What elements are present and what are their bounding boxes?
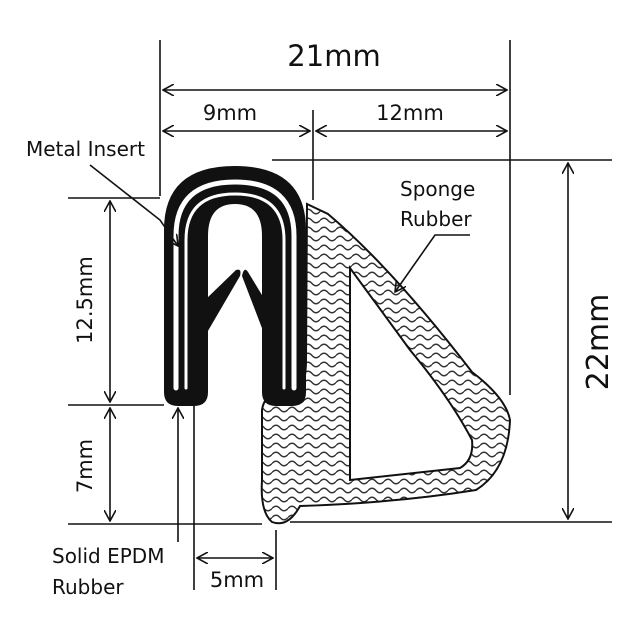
metal-insert-inner <box>184 192 286 390</box>
dim-label-5mm: 5mm <box>210 568 264 592</box>
label-sponge-line1: Sponge <box>400 177 475 201</box>
label-solid-line1: Solid EPDM <box>52 544 164 568</box>
leader-metal-insert <box>89 164 178 246</box>
dim-label-22mm: 22mm <box>581 294 616 391</box>
left-grip-fin <box>205 269 241 336</box>
right-grip-fin <box>242 269 265 336</box>
dim-label-12mm: 12mm <box>376 101 444 125</box>
solid-epdm-channel <box>164 166 306 406</box>
dim-label-9mm: 9mm <box>203 101 257 125</box>
leader-sponge-rubber <box>395 234 470 292</box>
metal-insert <box>173 179 297 391</box>
label-sponge-line2: Rubber <box>400 207 472 231</box>
dim-label-7mm: 7mm <box>73 439 97 493</box>
dim-label-12-5mm: 12.5mm <box>73 256 97 344</box>
label-solid-line2: Rubber <box>52 575 124 599</box>
dim-label-21mm: 21mm <box>287 39 380 73</box>
label-metal-insert: Metal Insert <box>26 137 145 161</box>
